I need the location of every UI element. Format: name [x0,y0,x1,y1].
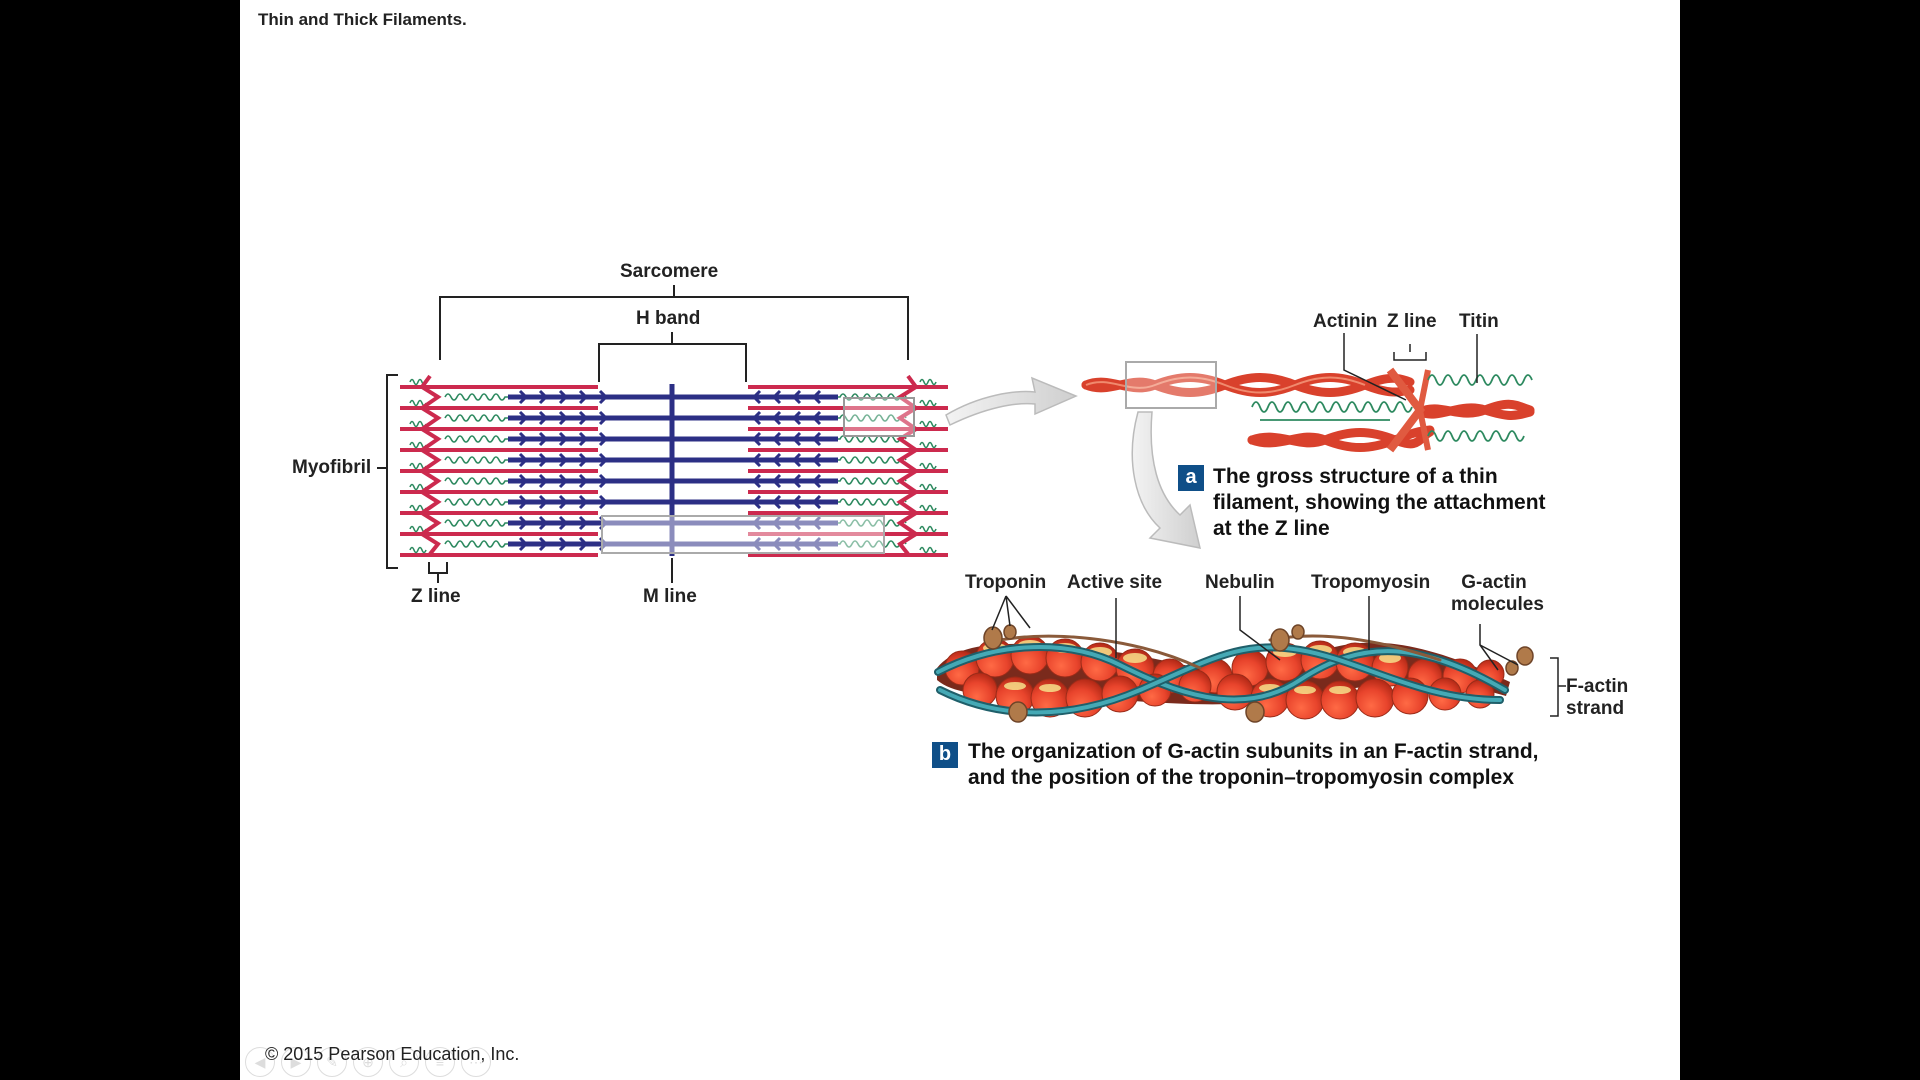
arrow-to-panel-a [945,376,1078,427]
back-icon[interactable]: ◀ [245,1047,275,1077]
z-line-bracket [428,562,448,583]
tropomyosin-label: Tropomyosin [1311,572,1431,593]
m-line-label: M line [643,586,697,607]
f-actin-strand-label: F-actin strand [1566,676,1628,720]
nebulin-label: Nebulin [1205,572,1275,593]
titin-label: Titin [1459,311,1499,332]
search-icon[interactable]: ⌕ [389,1047,419,1077]
sarcomere-filaments [400,374,948,557]
forward-icon[interactable]: ▶ [281,1047,311,1077]
h-band-label: H band [636,308,701,329]
panel-b-caption-line-1: The organization of G-actin subunits in … [968,740,1539,763]
panel-a-caption-line-1: The gross structure of a thin [1213,465,1498,488]
z-line-label: Z line [411,586,461,607]
diagram-canvas [377,285,1566,723]
arrow-to-panel-b [1131,411,1201,549]
troponin-label: Troponin [965,572,1047,593]
panel-a-z-line-label: Z line [1387,311,1437,332]
myofibril-label: Myofibril [292,457,372,478]
slide: Thin and Thick Filaments. [240,0,1680,1080]
slide-title: Thin and Thick Filaments. [258,10,467,29]
actinin-label: Actinin [1313,311,1378,332]
pen-icon[interactable]: ✎ [317,1047,347,1077]
f-actin-label-line-2: strand [1566,698,1625,719]
panel-b-caption: The organization of G-actin subunits in … [968,739,1539,791]
panel-a-caption-line-2: filament, showing the attachment [1213,491,1546,514]
sarcomere-bracket [439,285,909,360]
panel-a-caption: The gross structure of a thin filament, … [1213,464,1546,542]
active-site-label: Active site [1067,572,1163,593]
menu-icon[interactable]: ≡ [425,1047,455,1077]
g-actin-label-line-2: molecules [1451,594,1544,615]
presentation-nav: ◀ ▶ ✎ ⊕ ⌕ ≡ ⋯ [245,1047,491,1077]
panel-a-badge: a [1178,465,1204,491]
myofibril-bracket [377,374,398,569]
panel-b-badge: b [932,742,958,768]
thin-filament-diagram [1081,333,1535,453]
zoom-icon[interactable]: ⊕ [353,1047,383,1077]
more-icon[interactable]: ⋯ [461,1047,491,1077]
copyright: © 2015 Pearson Education, Inc. [265,1044,520,1064]
panel-b-caption-line-2: and the position of the troponin–tropomy… [968,766,1514,789]
panel-a-caption-line-3: at the Z line [1213,517,1330,540]
f-actin-label-line-1: F-actin [1566,676,1629,697]
sarcomere-label: Sarcomere [620,261,719,282]
g-actin-label: G-actin molecules [1451,572,1544,616]
h-band-bracket [598,332,747,382]
g-actin-label-line-1: G-actin [1461,572,1527,593]
f-actin-strand-diagram [934,595,1566,723]
